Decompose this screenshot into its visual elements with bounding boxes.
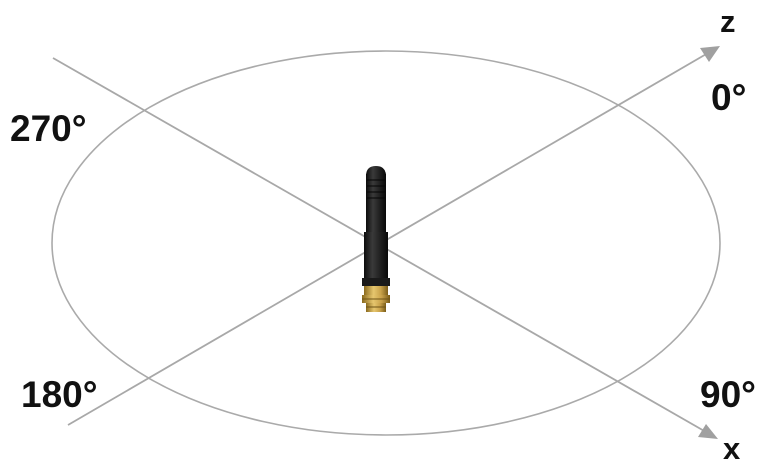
angle-0-label: 0° [711,79,746,116]
angle-270-label: 270° [10,110,87,147]
angle-90-label: 90° [700,376,756,413]
x-axis-label: x [723,433,740,464]
z-axis-arrowhead [700,46,720,62]
z-axis-label: z [720,6,736,37]
antenna-image [362,166,390,312]
x-axis-arrowhead [698,424,718,439]
angle-180-label: 180° [21,376,98,413]
